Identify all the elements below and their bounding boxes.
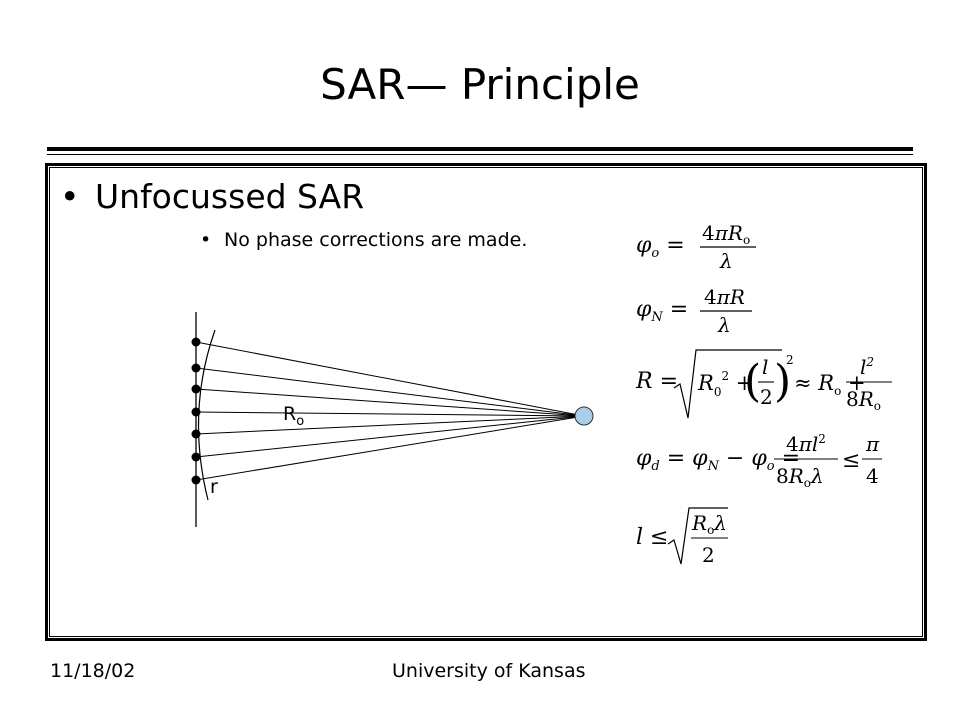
svg-text:l2: l2 (860, 355, 874, 379)
content-frame (45, 163, 927, 641)
equation-length-limit-render: l ≤ Roλ 2 (636, 507, 728, 567)
antenna-position-dot (191, 363, 201, 373)
equation-phi-o-render: φo = 4πRo λ (636, 221, 756, 273)
svg-text:λ: λ (719, 249, 733, 273)
equation-phi-n-render: φN = 4πR λ (636, 285, 752, 337)
svg-text:2: 2 (760, 385, 773, 409)
sub-bullet: • No phase corrections are made. (200, 226, 527, 254)
equation-phase-difference: φd = φN − φo = 4πl2 8Roλ ≤ π 4 (634, 425, 884, 501)
main-bullet: • Unfocussed SAR (60, 175, 364, 219)
range-lines (195, 341, 585, 481)
antenna-positions (191, 337, 201, 485)
title-divider (47, 147, 913, 151)
svg-text:R02 +: R02 + (697, 369, 753, 399)
equation-phi-o: φo = 4πRo λ (634, 218, 764, 280)
svg-text:R =: R = (635, 369, 678, 394)
svg-text:4: 4 (866, 464, 879, 488)
svg-text:(: ( (744, 356, 761, 407)
antenna-position-dot (191, 429, 201, 439)
target-point (574, 406, 594, 426)
antenna-position-dot (191, 384, 201, 394)
range-line (195, 341, 585, 417)
antenna-position-dot (191, 337, 201, 347)
sub-bullet-text: No phase corrections are made. (224, 229, 528, 251)
equation-range-render: R = R02 + ( l 2 ) 2 ≈ Ro + l2 8Ro (635, 349, 892, 419)
range-line (195, 415, 585, 458)
svg-text:φo =: φo = (636, 233, 685, 261)
equation-range: R = R02 + ( l 2 ) 2 ≈ Ro + l2 8Ro (634, 344, 904, 430)
svg-text:4πl2: 4πl2 (786, 432, 826, 456)
title-divider-thin (47, 154, 913, 155)
equation-phase-difference-render: φd = φN − φo = 4πl2 8Roλ ≤ π 4 (636, 432, 882, 490)
antenna-position-dot (191, 407, 201, 417)
footer-date: 11/18/02 (50, 660, 136, 682)
slide-title: SAR— Principle (320, 60, 640, 109)
svg-text:4πR: 4πR (704, 285, 745, 309)
bullet-dot: • (60, 177, 80, 216)
main-bullet-text: Unfocussed SAR (95, 177, 365, 216)
svg-text:2: 2 (702, 543, 715, 567)
r-label: r (210, 476, 218, 498)
svg-text:π: π (865, 432, 880, 456)
range-line (195, 388, 585, 417)
range-line (195, 411, 585, 417)
svg-text:2: 2 (786, 353, 794, 367)
svg-text:l: l (762, 355, 768, 379)
svg-text:φN =: φN = (636, 297, 688, 325)
equation-phi-n: φN = 4πR λ (634, 282, 764, 344)
range-line (195, 415, 585, 481)
svg-text:Roλ: Roλ (691, 511, 727, 537)
svg-text:≈ Ro +: ≈ Ro + (794, 371, 866, 398)
svg-text:≤: ≤ (842, 448, 860, 473)
svg-text:l ≤: l ≤ (636, 525, 668, 550)
range-line (195, 415, 585, 435)
svg-text:): ) (774, 356, 791, 407)
bullet-dot: • (200, 229, 212, 251)
range-line (195, 367, 585, 417)
svg-text:8Roλ: 8Roλ (776, 464, 824, 490)
antenna-position-dot (191, 452, 201, 462)
svg-text:4πRo: 4πRo (702, 221, 750, 247)
equation-length-limit: l ≤ Roλ 2 (634, 504, 744, 574)
svg-text:8Ro: 8Ro (846, 387, 881, 413)
range-label: Ro (283, 403, 305, 429)
svg-text:λ: λ (717, 313, 731, 337)
antenna-position-dot (191, 475, 201, 485)
footer-organization: University of Kansas (392, 660, 586, 682)
content-frame-inner (49, 167, 923, 637)
